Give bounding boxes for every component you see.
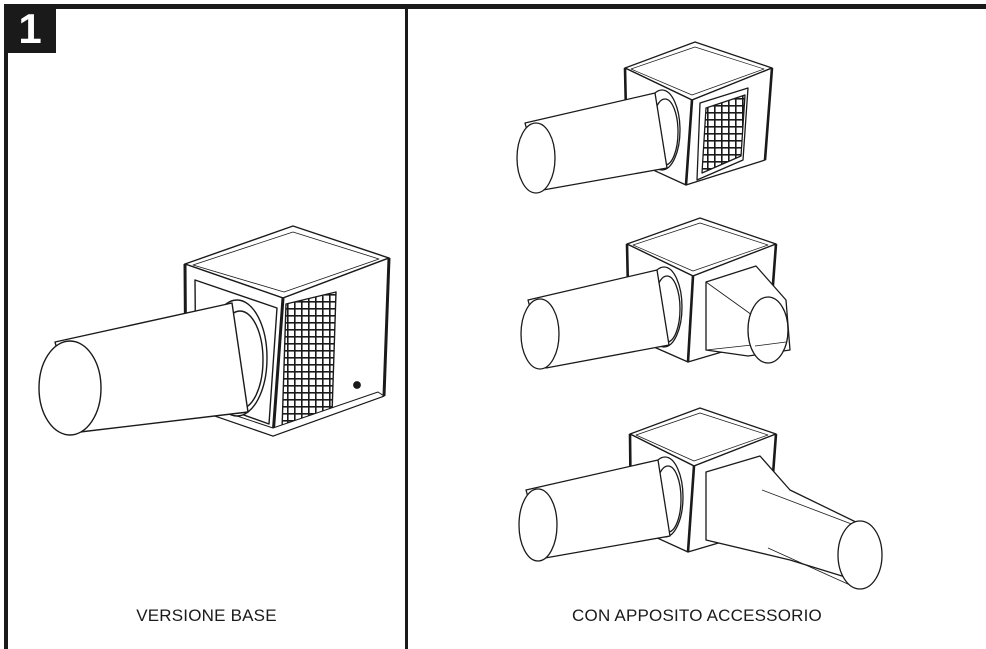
figure-number-badge: 1 bbox=[4, 4, 56, 53]
panel-divider bbox=[405, 8, 408, 649]
long-outlet-illustration bbox=[518, 407, 883, 590]
left-caption: VERSIONE BASE bbox=[136, 606, 277, 625]
right-caption: CON APPOSITO ACCESSORIO bbox=[572, 606, 822, 625]
grille-accessory-illustration bbox=[516, 41, 774, 194]
short-outlet-illustration bbox=[520, 217, 791, 370]
base-unit-illustration bbox=[38, 225, 391, 437]
frame-left-border bbox=[4, 4, 8, 649]
frame-top-border bbox=[4, 4, 986, 9]
